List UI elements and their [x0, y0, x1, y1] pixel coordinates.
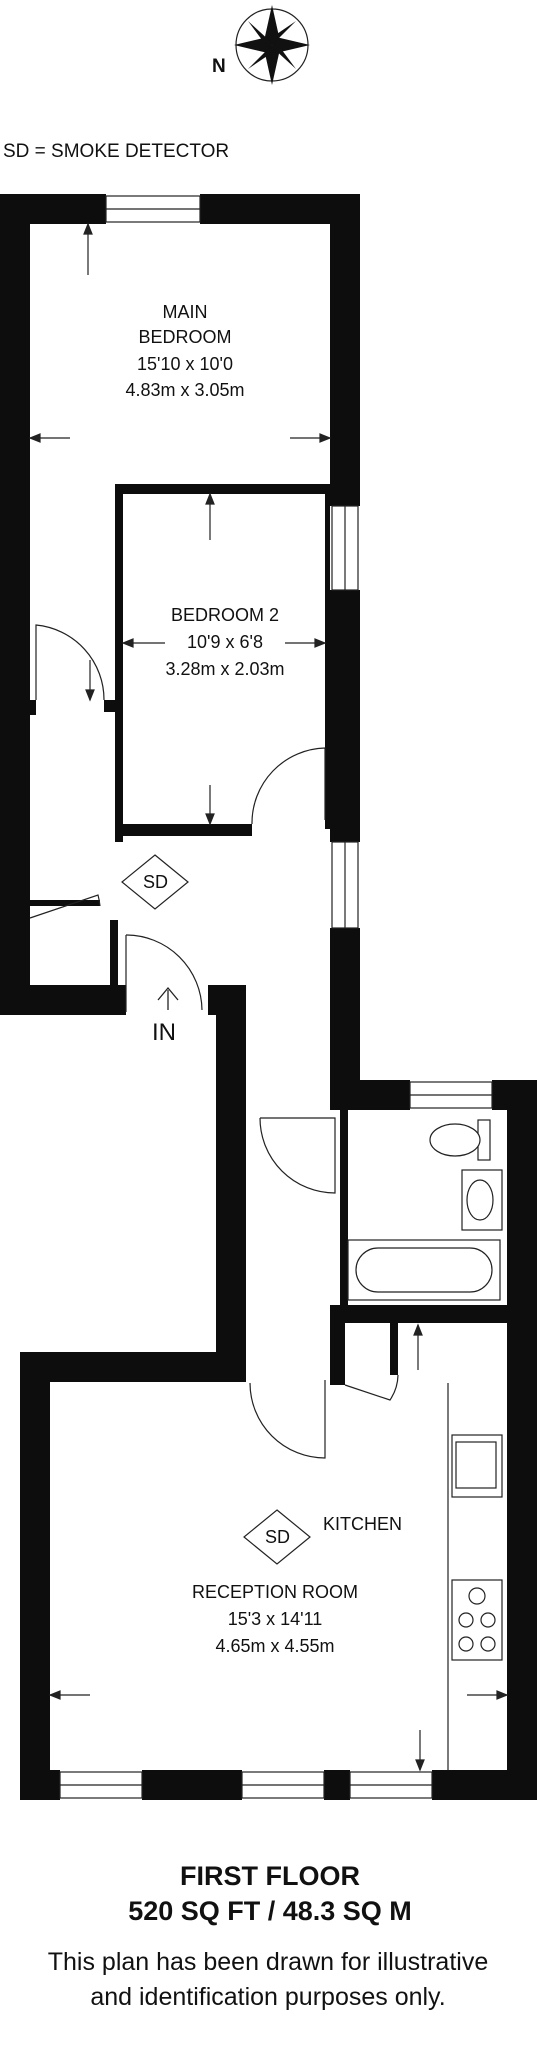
- reception-imperial: 15'3 x 14'11: [228, 1609, 323, 1629]
- bedroom2-label: BEDROOM 2: [171, 605, 279, 625]
- smoke-detector-icon: [243, 1509, 311, 1565]
- north-label: N: [212, 56, 226, 77]
- bedroom2-metric: 3.28m x 2.03m: [165, 659, 284, 679]
- main-bedroom-label-line1: MAIN: [163, 302, 208, 322]
- entrance-arrow-icon: [157, 986, 179, 1010]
- toilet-icon: [429, 1123, 481, 1157]
- walls: [0, 194, 537, 1800]
- smoke-detector-legend: SD = SMOKE DETECTOR: [3, 141, 229, 162]
- floor-area: 520 SQ FT / 48.3 SQ M: [128, 1896, 412, 1926]
- kitchen-label: KITCHEN: [323, 1514, 402, 1534]
- smoke-detector-label: SD: [143, 872, 168, 892]
- bathroom-fixtures: [347, 1119, 503, 1301]
- main-bedroom-metric: 4.83m x 3.05m: [125, 380, 244, 400]
- smoke-detector-label: SD: [265, 1527, 290, 1547]
- smoke-detector-icon: [121, 854, 189, 910]
- main-bedroom-imperial: 15'10 x 10'0: [137, 354, 233, 374]
- entrance-label: IN: [152, 1019, 176, 1046]
- windows: [59, 195, 493, 1799]
- dimension-arrows: [28, 222, 509, 1772]
- compass-rose-icon: [234, 5, 310, 85]
- reception-metric: 4.65m x 4.55m: [215, 1636, 334, 1656]
- reception-label: RECEPTION ROOM: [192, 1582, 358, 1602]
- disclaimer-line1: This plan has been drawn for illustrativ…: [48, 1948, 489, 1976]
- bedroom2-imperial: 10'9 x 6'8: [187, 632, 263, 652]
- doors: [29, 624, 399, 1459]
- disclaimer-line2: and identification purposes only.: [90, 1983, 445, 2011]
- main-bedroom-label-line2: BEDROOM: [138, 327, 231, 347]
- floor-title: FIRST FLOOR: [180, 1861, 360, 1891]
- kitchen-fixtures: [447, 1383, 503, 1770]
